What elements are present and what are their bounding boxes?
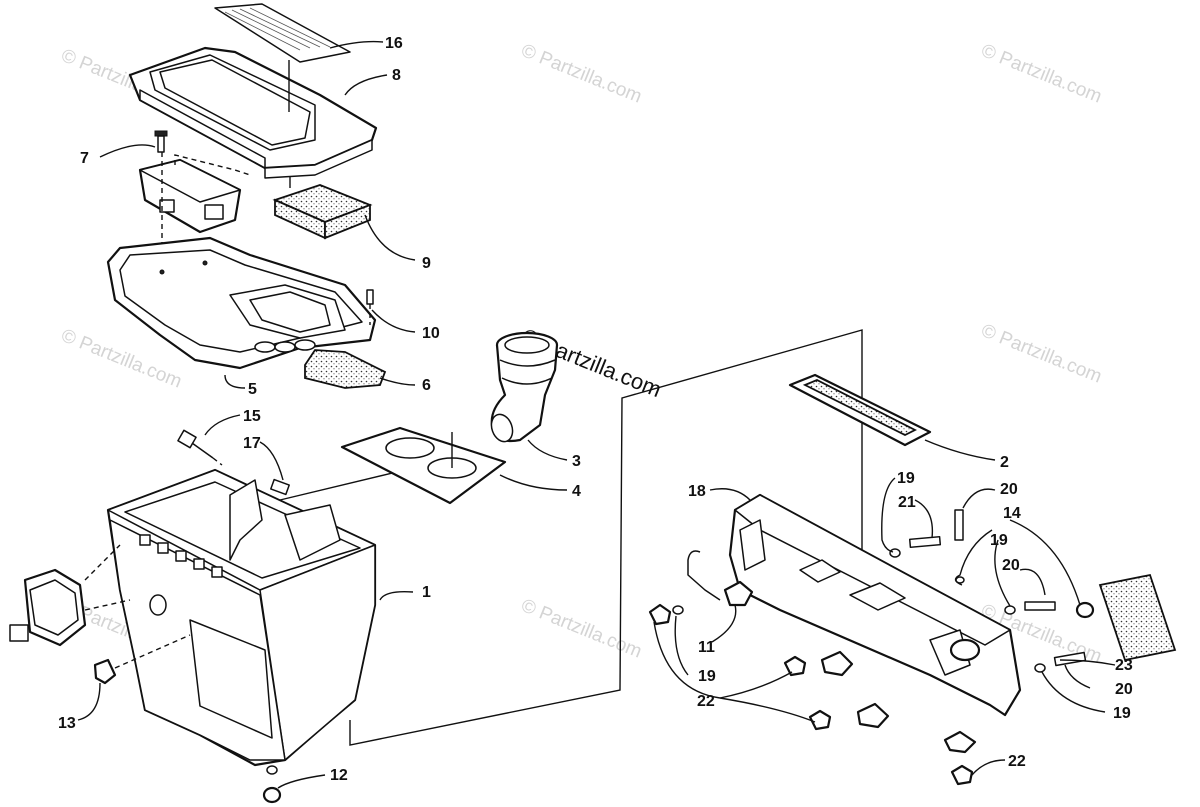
leader-lines: [77, 40, 1116, 789]
part-10-pin: [366, 289, 374, 325]
part-13-sensor-assembly: [9, 544, 191, 685]
callout-16: 16: [385, 35, 403, 52]
callout-13: 13: [58, 715, 76, 732]
callout-22: 22: [1008, 753, 1026, 770]
callout-4: 4: [572, 483, 581, 500]
callout-20: 20: [1000, 481, 1018, 498]
callout-19: 19: [990, 532, 1008, 549]
callout-10: 10: [422, 325, 440, 342]
callout-20: 20: [1002, 557, 1020, 574]
callout-14: 14: [1003, 505, 1021, 522]
part-3-elbow-duct: [490, 331, 559, 443]
watermark: © Partzilla.com: [978, 40, 1105, 107]
callout-23: 23: [1115, 657, 1133, 674]
part-5-tray: [106, 236, 377, 370]
callout-12: 12: [330, 767, 348, 784]
part-9-foam-filter: [272, 184, 373, 240]
part-6-foam: [304, 349, 387, 389]
callout-11: 11: [698, 639, 715, 656]
callout-17: 17: [243, 435, 261, 452]
callout-7: 7: [80, 150, 89, 167]
callout-20: 20: [1115, 681, 1133, 698]
part-18-intake-housing: [728, 493, 1022, 717]
part-2-seal-frame: [788, 373, 932, 447]
watermark: © Partzilla.com: [518, 40, 645, 107]
callout-3: 3: [572, 453, 581, 470]
callout-15: 15: [243, 408, 261, 425]
callout-18: 18: [688, 483, 706, 500]
callout-6: 6: [422, 377, 431, 394]
part-23-filter: [1075, 573, 1177, 662]
callout-9: 9: [422, 255, 431, 272]
hardware: [648, 509, 1087, 786]
part-16-label: [214, 3, 351, 63]
callout-19: 19: [897, 470, 915, 487]
callout-19: 19: [698, 668, 716, 685]
part-11-rod: [687, 550, 754, 607]
callout-21: 21: [898, 494, 916, 511]
callout-8: 8: [392, 67, 401, 84]
callout-1: 1: [422, 584, 431, 601]
part-1-airbox: [106, 468, 377, 775]
callout-labels: 1 2 3 4 5 6 7 8 9 10 11 12 13 14 15 16 1…: [58, 35, 1133, 784]
callout-2: 2: [1000, 454, 1009, 471]
part-4-gasket: [340, 426, 507, 505]
callout-5: 5: [248, 381, 257, 398]
callout-19: 19: [1113, 705, 1131, 722]
part-12-plug: [262, 786, 282, 804]
watermark: © Partzilla.com: [978, 320, 1105, 387]
part-8-lid: [128, 46, 378, 179]
watermark: © Partzilla.com: [518, 595, 645, 662]
part-15-screw: [177, 429, 223, 466]
part-17-bolt: [270, 478, 290, 496]
part-7-module: [138, 130, 251, 272]
callout-22: 22: [697, 693, 715, 710]
